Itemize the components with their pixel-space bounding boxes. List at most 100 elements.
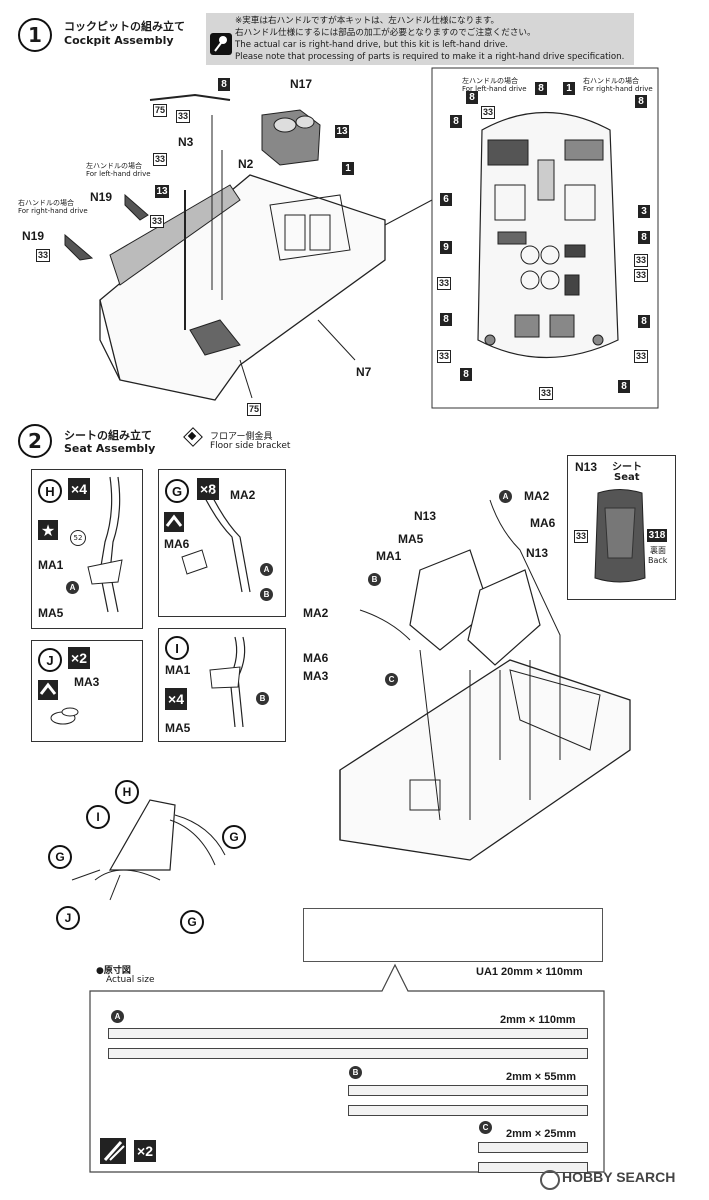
part-33-tag: 33 [153, 153, 168, 166]
detail-part-8: 8 [638, 231, 650, 244]
letter-g-badge: G [165, 479, 189, 503]
ma6-label: MA6 [164, 537, 190, 551]
lhd-label-en: For left-hand drive [86, 170, 151, 178]
ma1-label: MA1 [38, 558, 64, 572]
point-c-badge: C [385, 673, 398, 686]
point-a-badge: A [260, 563, 273, 576]
rhd-label-en: For right-hand drive [18, 207, 88, 215]
letter-i-badge: I [165, 636, 189, 660]
detail-part-8: 8 [638, 315, 650, 328]
point-b-badge: B [256, 692, 269, 705]
seat-label-jp: シート [612, 462, 642, 473]
ma6-label-left: MA6 [303, 651, 329, 665]
detail-part-8: 8 [466, 91, 478, 104]
star-icon: ★ [38, 520, 58, 540]
strip-b-2 [348, 1105, 588, 1116]
letter-j-badge: J [38, 648, 62, 672]
harness-j-badge: J [56, 906, 80, 930]
harness-h-badge: H [115, 780, 139, 804]
step-1-number: 1 [18, 18, 52, 52]
strip-a-dim: 2mm × 110mm [500, 1014, 576, 1026]
part-52-circle: 52 [70, 530, 86, 546]
detail-lhd-en: For left-hand drive [462, 85, 527, 93]
note-line-3: The actual car is right-hand drive, but … [235, 40, 508, 50]
part-33-tag: 33 [176, 110, 191, 123]
seat-back-jp: 裏面 [650, 546, 666, 555]
step-1-title-en: Cockpit Assembly [64, 34, 174, 47]
detail-part-8: 8 [535, 82, 547, 95]
step-2-number: 2 [18, 424, 52, 458]
detail-part-8: 8 [618, 380, 630, 393]
ua1-blank-box [303, 908, 603, 962]
strip-a-badge: A [111, 1010, 124, 1023]
n13-label-right: N13 [526, 546, 549, 560]
part-13-tag: 13 [335, 125, 349, 138]
detail-part-6: 6 [440, 193, 452, 206]
template-frame [89, 963, 605, 1173]
label-n19-lhd: N19 [90, 190, 113, 204]
watermark-text: HOBBY SEARCH [562, 1169, 676, 1185]
strip-c-2 [478, 1162, 588, 1173]
part-1-tag: 1 [342, 162, 354, 175]
detail-part-33: 33 [437, 350, 452, 363]
belt-i-drawing [209, 636, 246, 728]
detail-part-1: 1 [563, 82, 575, 95]
detail-part-8: 8 [635, 95, 647, 108]
seat-assembly-drawing [71, 499, 631, 901]
n13-label: N13 [414, 509, 437, 523]
ma6-label: MA6 [530, 516, 556, 530]
part-75-tag: 75 [153, 104, 168, 117]
label-n3: N3 [178, 135, 194, 149]
harness-g-badge: G [180, 910, 204, 934]
ma1-label: MA1 [376, 549, 402, 563]
note-line-4: Please note that processing of parts is … [235, 52, 625, 62]
detail-part-33: 33 [481, 106, 496, 119]
drive-note: ※実車は右ハンドルですが本キットは、左ハンドル仕様になります。 右ハンドル仕様に… [206, 13, 634, 65]
detail-rhd-jp: 右ハンドルの場合 [583, 77, 639, 85]
note-line-2: 右ハンドル仕様にするには部品の加工が必要となりますのでご注意ください。 [235, 28, 536, 38]
strip-a-2 [108, 1048, 588, 1059]
ma2-label-left: MA2 [303, 606, 329, 620]
detail-part-3: 3 [638, 205, 650, 218]
ma2-label: MA2 [230, 488, 256, 502]
part-13-tag: 13 [155, 185, 169, 198]
ma2-label: MA2 [524, 489, 550, 503]
ma5-label: MA5 [165, 721, 191, 735]
ua1-label: UA1 20mm × 110mm [476, 966, 583, 978]
part-33-tag: 33 [36, 249, 51, 262]
strip-c-badge: C [479, 1121, 492, 1134]
count-badge: ×2 [134, 1140, 156, 1162]
detail-part-8: 8 [440, 313, 452, 326]
belt-g-drawing [181, 491, 251, 593]
step-2-title-en: Seat Assembly [64, 442, 156, 455]
point-b-badge: B [260, 588, 273, 601]
belt-h-drawing [87, 476, 123, 613]
count-badge: ×8 [197, 478, 219, 500]
harness-g-badge: G [48, 845, 72, 869]
strip-c-dim: 2mm × 25mm [506, 1128, 577, 1140]
detail-lhd-jp: 左ハンドルの場合 [462, 77, 518, 85]
label-n2: N2 [238, 157, 254, 171]
harness-g-badge: G [222, 825, 246, 849]
detail-part-33: 33 [634, 254, 649, 267]
lhd-label-jp: 左ハンドルの場合 [86, 162, 142, 170]
strip-b-dim: 2mm × 55mm [506, 1071, 577, 1083]
chevron-up-icon [164, 512, 184, 532]
cut-tool-icon [100, 1138, 126, 1164]
strip-c-1 [478, 1142, 588, 1153]
cockpit-drawing [64, 67, 659, 409]
detail-part-33: 33 [634, 350, 649, 363]
rhd-label-jp: 右ハンドルの場合 [18, 199, 74, 207]
label-n17: N17 [290, 77, 313, 91]
label-n19-rhd: N19 [22, 229, 45, 243]
seat-back-drawing [594, 489, 646, 583]
ma5-label: MA5 [398, 532, 424, 546]
strip-b-1 [348, 1085, 588, 1096]
seat-label-en: Seat [614, 472, 640, 483]
detail-part-33: 33 [539, 387, 554, 400]
detail-part-8: 8 [450, 115, 462, 128]
seat-part-number: N13 [575, 460, 598, 474]
chevron-up-icon [38, 680, 58, 700]
ma3-label: MA3 [74, 675, 100, 689]
